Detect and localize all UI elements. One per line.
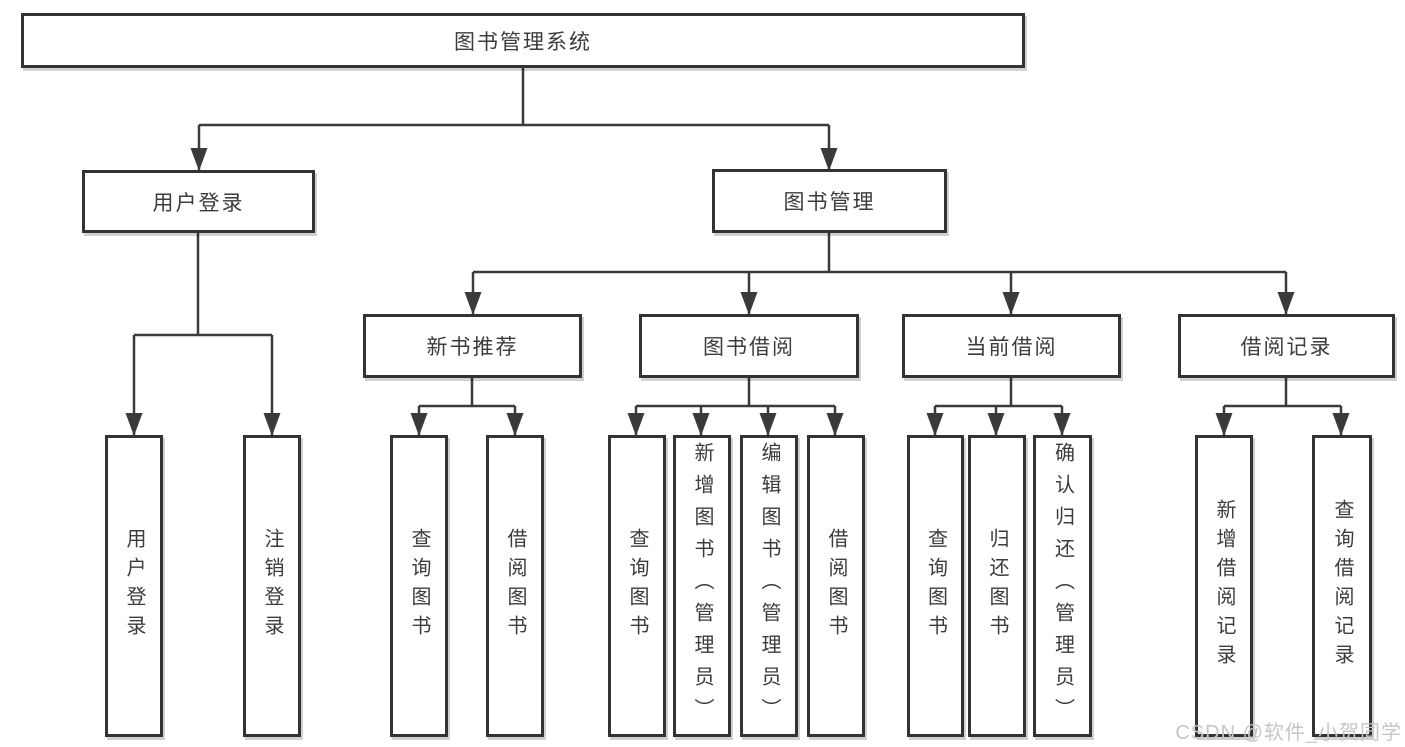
connector-current-borrow-children: [926, 378, 1071, 436]
node-current-borrow: 当前借阅: [902, 314, 1121, 378]
arrow-down-icon: [125, 413, 143, 436]
leaf-add-borrow-record: 新增借阅记录: [1195, 435, 1253, 737]
connector-root-to-level2: [190, 68, 838, 171]
arrow-down-icon: [410, 413, 428, 436]
leaf-logout: 注销登录: [243, 435, 301, 737]
arrow-down-icon: [1332, 413, 1350, 436]
connector-new-book-recommend-children: [410, 378, 524, 436]
watermark: CSDN @软件_小贺同学: [1175, 722, 1402, 744]
node-book-borrow: 图书借阅: [639, 314, 859, 378]
node-user-login: 用户登录: [82, 170, 315, 233]
arrow-down-icon: [759, 413, 777, 436]
arrow-down-icon: [464, 292, 482, 315]
connector-book-borrow-children: [627, 378, 844, 436]
arrow-down-icon: [826, 413, 844, 436]
leaf-edit-books-admin: 编辑图书（管理员）: [740, 435, 798, 737]
leaf-confirm-return-admin: 确认归还（管理员）: [1033, 435, 1092, 737]
leaf-query-borrow-record: 查询借阅记录: [1312, 435, 1372, 737]
leaf-borrow-books-recommend: 借阅图书: [486, 435, 544, 737]
leaf-return-books: 归还图书: [968, 435, 1026, 737]
leaf-user-login: 用户登录: [105, 435, 163, 737]
arrow-down-icon: [506, 413, 524, 436]
arrow-down-icon: [926, 413, 944, 436]
arrow-down-icon: [1053, 413, 1071, 436]
arrow-down-icon: [820, 148, 838, 171]
arrow-down-icon: [190, 148, 208, 171]
arrow-down-icon: [1277, 292, 1295, 315]
arrow-down-icon: [1215, 413, 1233, 436]
connector-user-login-children: [125, 233, 281, 436]
connector-book-management-children: [464, 233, 1295, 315]
node-borrow-records: 借阅记录: [1178, 314, 1395, 378]
leaf-add-books-admin: 新增图书（管理员）: [673, 435, 731, 737]
leaf-query-books-current: 查询图书: [907, 435, 964, 737]
arrow-down-icon: [692, 413, 710, 436]
arrow-down-icon: [627, 413, 645, 436]
arrow-down-icon: [263, 413, 281, 436]
leaf-query-books-borrow: 查询图书: [608, 435, 666, 737]
arrow-down-icon: [1002, 292, 1020, 315]
leaf-query-books-recommend: 查询图书: [390, 435, 448, 737]
arrow-down-icon: [740, 292, 758, 315]
arrow-down-icon: [987, 413, 1005, 436]
node-book-management: 图书管理: [712, 169, 947, 233]
leaf-borrow-books-borrow: 借阅图书: [807, 435, 865, 737]
connector-borrow-records-children: [1215, 378, 1350, 436]
node-root: 图书管理系统: [21, 13, 1025, 68]
node-new-book-recommend: 新书推荐: [363, 314, 582, 378]
